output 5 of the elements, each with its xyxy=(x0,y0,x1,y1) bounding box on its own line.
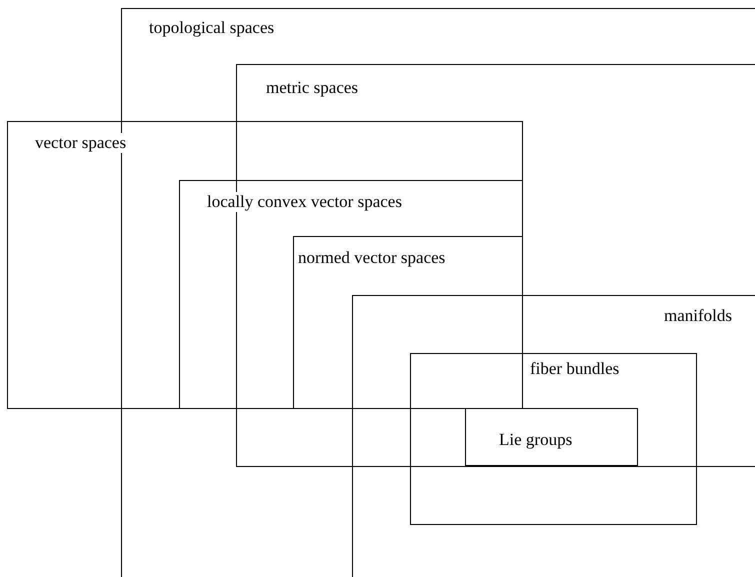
region-label: vector spaces xyxy=(33,133,128,153)
region-label: locally convex vector spaces xyxy=(205,192,404,212)
region-label: normed vector spaces xyxy=(296,248,448,268)
region-label: topological spaces xyxy=(147,18,276,38)
set-region xyxy=(465,408,638,466)
